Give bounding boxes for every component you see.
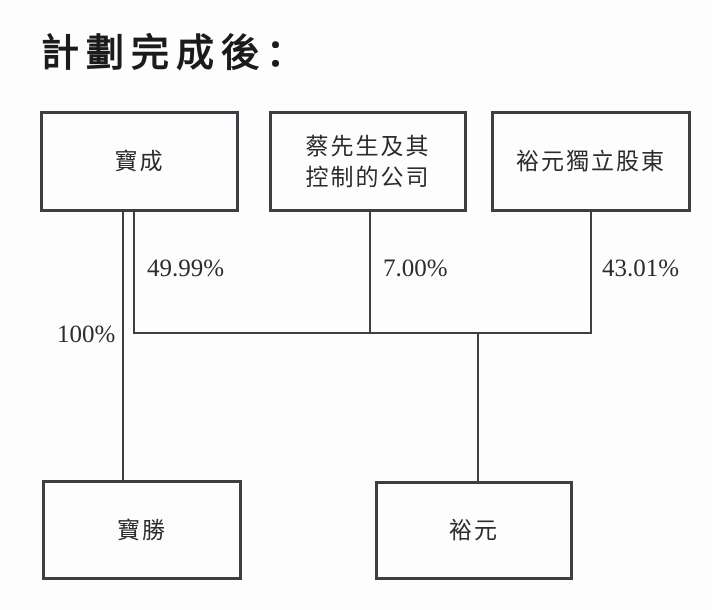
connector-tsai-down <box>369 212 371 334</box>
ownership-label-independent-yueyuen: 43.01% <box>602 255 680 282</box>
entity-box-pou-sheng: 寶勝 <box>42 480 242 580</box>
ownership-label-tsai-yueyuen: 7.00% <box>383 255 448 282</box>
connector-independent-down <box>590 212 592 334</box>
entity-label-pou-chen: 寶成 <box>114 149 165 174</box>
connector-pouchen-down <box>133 212 135 334</box>
connector-bus-to-yueyuen <box>477 334 479 481</box>
entity-box-yueyuen-independent-shareholders: 裕元獨立股東 <box>491 111 691 212</box>
entity-box-tsai-companies: 蔡先生及其 控制的公司 <box>269 111 467 212</box>
ownership-label-pouchen-yueyuen: 49.99% <box>147 255 225 282</box>
entity-box-pou-chen: 寶成 <box>40 111 239 212</box>
entity-box-yue-yuen: 裕元 <box>375 481 573 580</box>
entity-label-pou-sheng: 寶勝 <box>117 517 167 543</box>
entity-label-tsai-line2: 控制的公司 <box>305 164 431 190</box>
ownership-label-pouchen-pousheng: 100% <box>57 321 116 348</box>
entity-label-tsai-line1: 蔡先生及其 <box>305 133 431 159</box>
entity-label-yue-yuen: 裕元 <box>449 518 499 543</box>
entity-label-yueyuen-independent: 裕元獨立股東 <box>516 149 666 174</box>
connector-horizontal-bus <box>133 332 592 334</box>
page-title: 計劃完成後： <box>41 33 312 75</box>
connector-pouchen-to-pousheng <box>122 212 124 480</box>
